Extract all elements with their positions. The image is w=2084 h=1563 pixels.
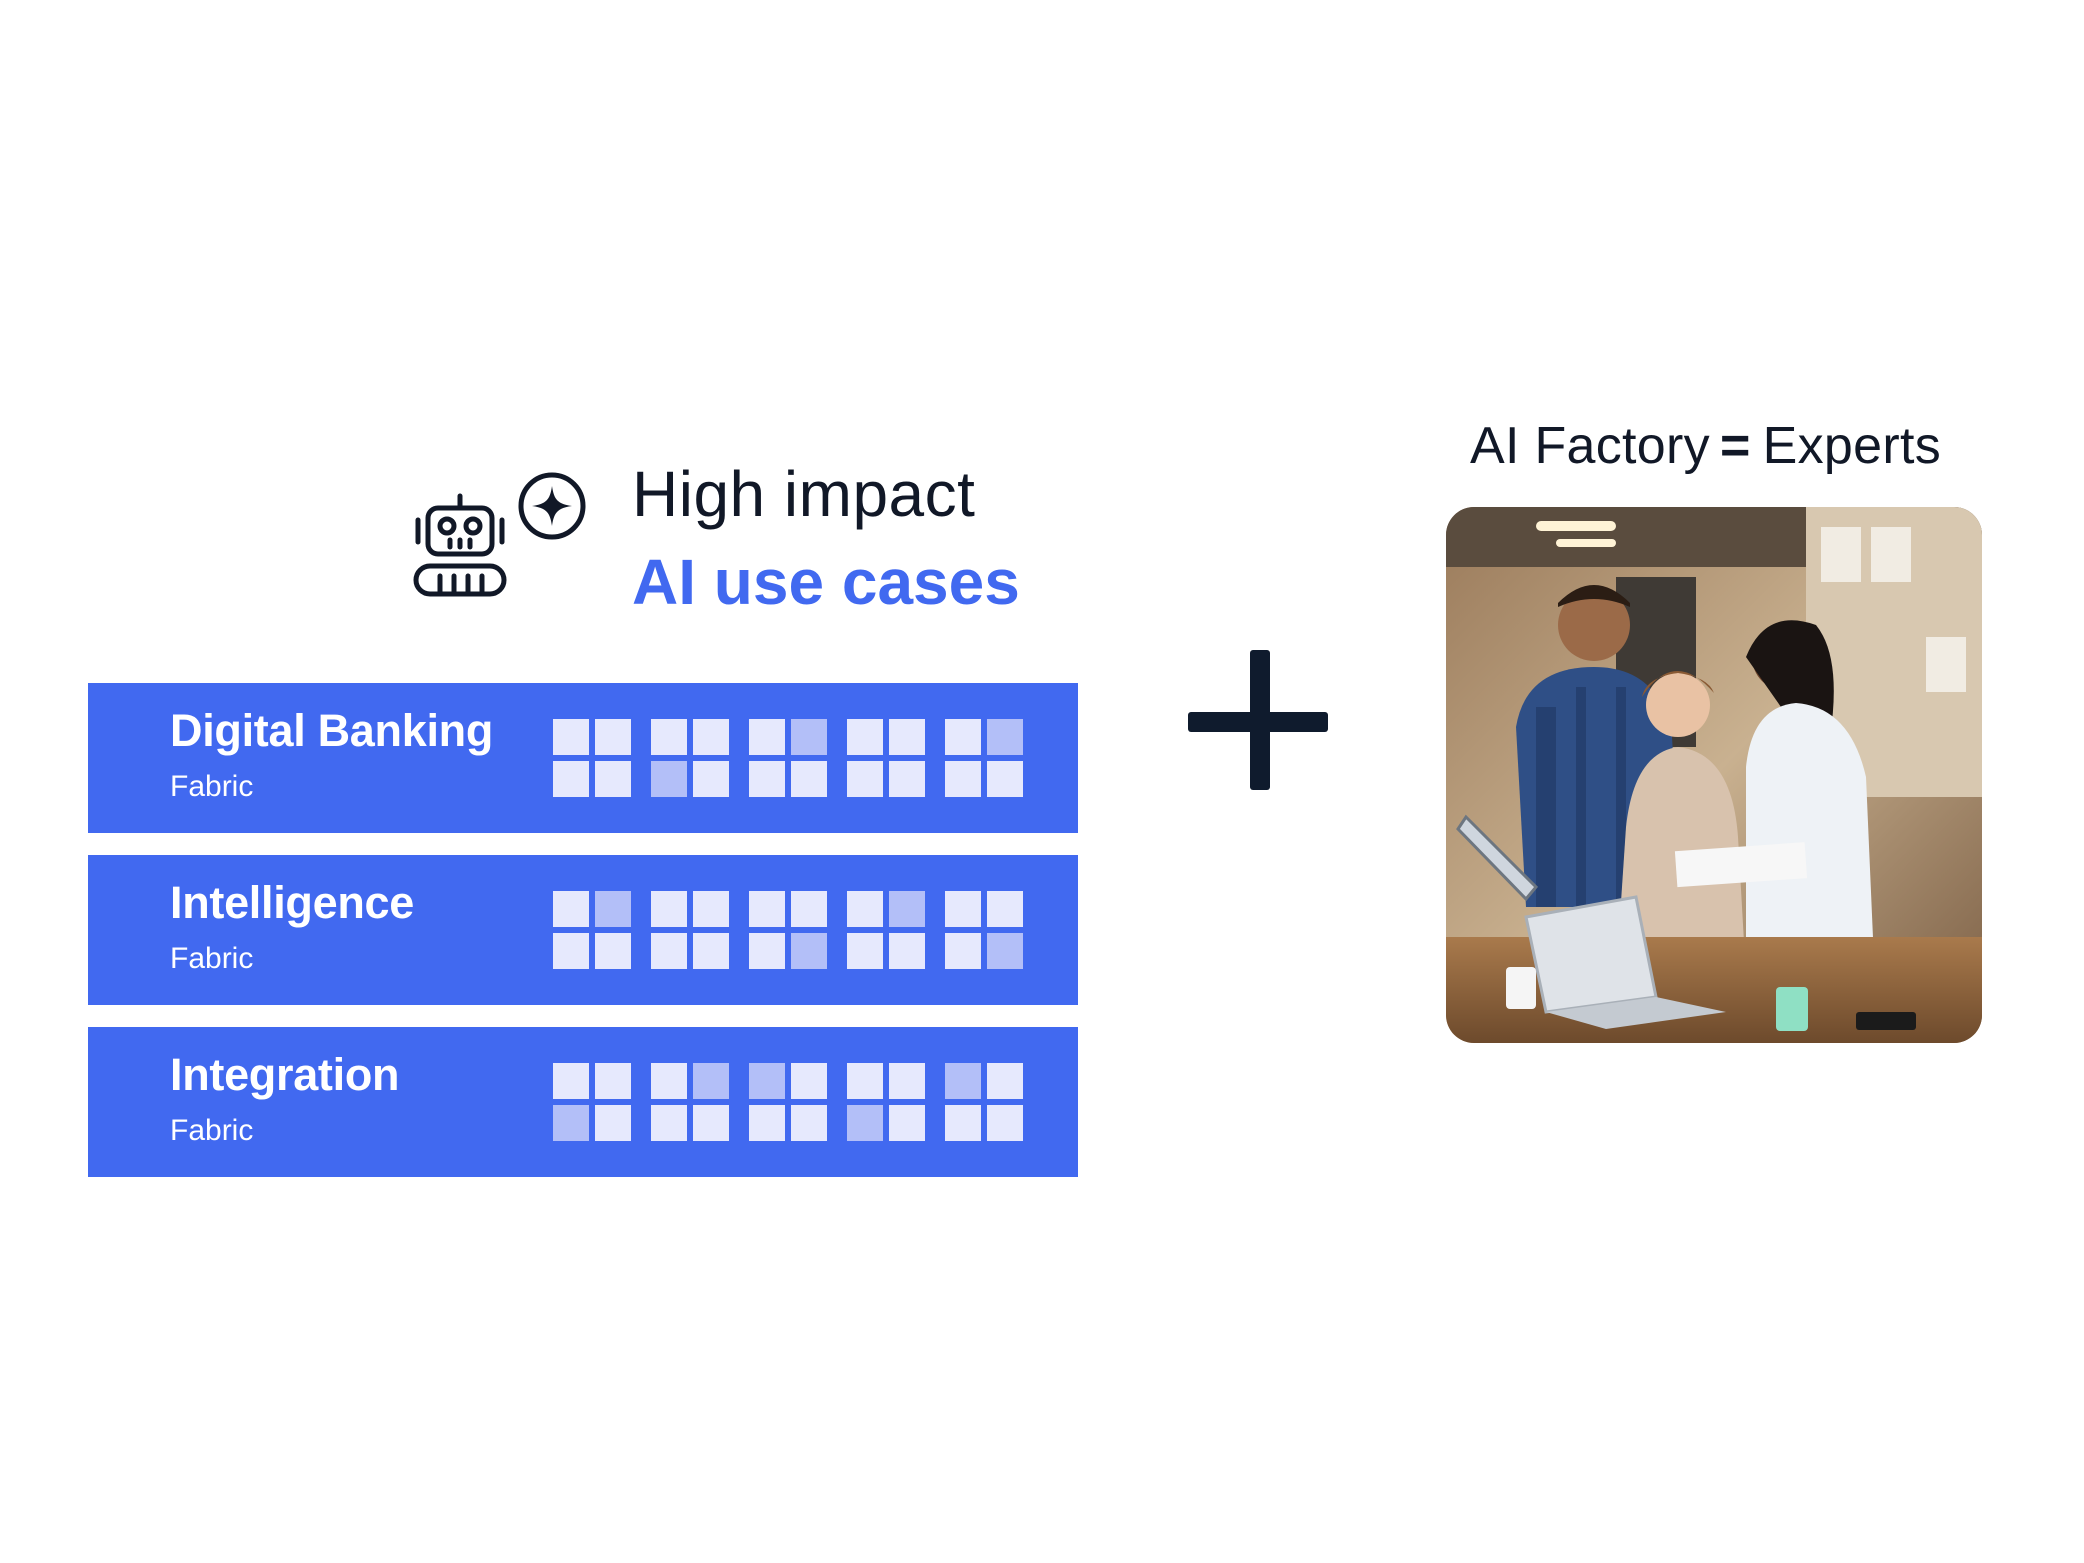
grid-tile: [595, 891, 631, 927]
grid-tile: [595, 719, 631, 755]
grid-tile: [945, 933, 981, 969]
heading-line-1: High impact: [632, 458, 976, 530]
grid-tile: [945, 891, 981, 927]
grid-tile: [693, 1105, 729, 1141]
tile-group: [749, 719, 827, 797]
robot-icon: [413, 493, 507, 597]
tile-group: [651, 719, 729, 797]
grid-tile: [847, 761, 883, 797]
grid-tile: [651, 1105, 687, 1141]
fabric-band-digital-banking: Digital Banking Fabric: [88, 683, 1078, 833]
grid-tile: [791, 1063, 827, 1099]
grid-tile: [847, 1063, 883, 1099]
tile-group: [553, 1063, 631, 1141]
grid-tile: [847, 1105, 883, 1141]
grid-tile: [749, 1063, 785, 1099]
grid-tile: [595, 1105, 631, 1141]
tile-group: [847, 891, 925, 969]
tile-group: [651, 1063, 729, 1141]
fabric-subtitle: Fabric: [170, 770, 254, 803]
grid-tile: [651, 933, 687, 969]
tile-group: [847, 1063, 925, 1141]
tile-group: [553, 719, 631, 797]
grid-tile: [847, 933, 883, 969]
grid-tile: [945, 761, 981, 797]
grid-tile: [749, 891, 785, 927]
experts-photo: [1446, 507, 1982, 1043]
fabric-name: Integration: [170, 1049, 400, 1100]
fabric-name: Intelligence: [170, 877, 414, 928]
grid-tile: [749, 761, 785, 797]
grid-tile: [889, 761, 925, 797]
grid-tile: [847, 891, 883, 927]
equals-sign: =: [1719, 417, 1751, 475]
tile-group: [945, 719, 1023, 797]
grid-tile: [889, 1105, 925, 1141]
grid-tile: [693, 891, 729, 927]
grid-tile: [595, 933, 631, 969]
grid-tile: [945, 1105, 981, 1141]
heading-line-2: AI use cases: [632, 546, 1020, 618]
grid-tile: [889, 1063, 925, 1099]
grid-tile: [749, 1105, 785, 1141]
grid-tile: [791, 761, 827, 797]
grid-tile: [889, 719, 925, 755]
grid-tile: [945, 1063, 981, 1099]
grid-tile: [791, 933, 827, 969]
grid-tile: [651, 891, 687, 927]
grid-tile: [651, 761, 687, 797]
grid-tile: [987, 891, 1023, 927]
grid-tile: [553, 1063, 589, 1099]
tile-grid: [553, 1063, 1028, 1141]
grid-tile: [693, 1063, 729, 1099]
grid-tile: [791, 719, 827, 755]
tile-group: [945, 1063, 1023, 1141]
tile-group: [553, 891, 631, 969]
grid-tile: [987, 1105, 1023, 1141]
tile-grid: [553, 719, 1028, 797]
tile-group: [749, 891, 827, 969]
grid-tile: [749, 933, 785, 969]
tile-group: [651, 891, 729, 969]
grid-tile: [987, 761, 1023, 797]
grid-tile: [651, 719, 687, 755]
ai-factory-label: AI Factory: [1470, 417, 1710, 475]
grid-tile: [693, 719, 729, 755]
grid-tile: [693, 933, 729, 969]
grid-tile: [749, 719, 785, 755]
grid-tile: [651, 1063, 687, 1099]
grid-tile: [595, 1063, 631, 1099]
grid-tile: [847, 719, 883, 755]
grid-tile: [791, 1105, 827, 1141]
grid-tile: [889, 891, 925, 927]
grid-tile: [553, 933, 589, 969]
plus-icon: [1188, 650, 1328, 790]
fabric-subtitle: Fabric: [170, 942, 254, 975]
fabric-subtitle: Fabric: [170, 1114, 254, 1147]
ai-factory-title: AI Factory=Experts: [1470, 414, 1941, 478]
tile-grid: [553, 891, 1028, 969]
grid-tile: [987, 719, 1023, 755]
fabric-band-integration: Integration Fabric: [88, 1027, 1078, 1177]
fabric-name: Digital Banking: [170, 705, 494, 756]
tile-group: [847, 719, 925, 797]
grid-tile: [945, 719, 981, 755]
sparkle-icon: [518, 472, 586, 540]
grid-tile: [791, 891, 827, 927]
tile-group: [749, 1063, 827, 1141]
tile-group: [945, 891, 1023, 969]
grid-tile: [553, 761, 589, 797]
grid-tile: [553, 719, 589, 755]
grid-tile: [889, 933, 925, 969]
grid-tile: [553, 891, 589, 927]
grid-tile: [693, 761, 729, 797]
grid-tile: [595, 761, 631, 797]
grid-tile: [553, 1105, 589, 1141]
experts-label: Experts: [1762, 417, 1942, 475]
grid-tile: [987, 933, 1023, 969]
grid-tile: [987, 1063, 1023, 1099]
fabric-band-intelligence: Intelligence Fabric: [88, 855, 1078, 1005]
